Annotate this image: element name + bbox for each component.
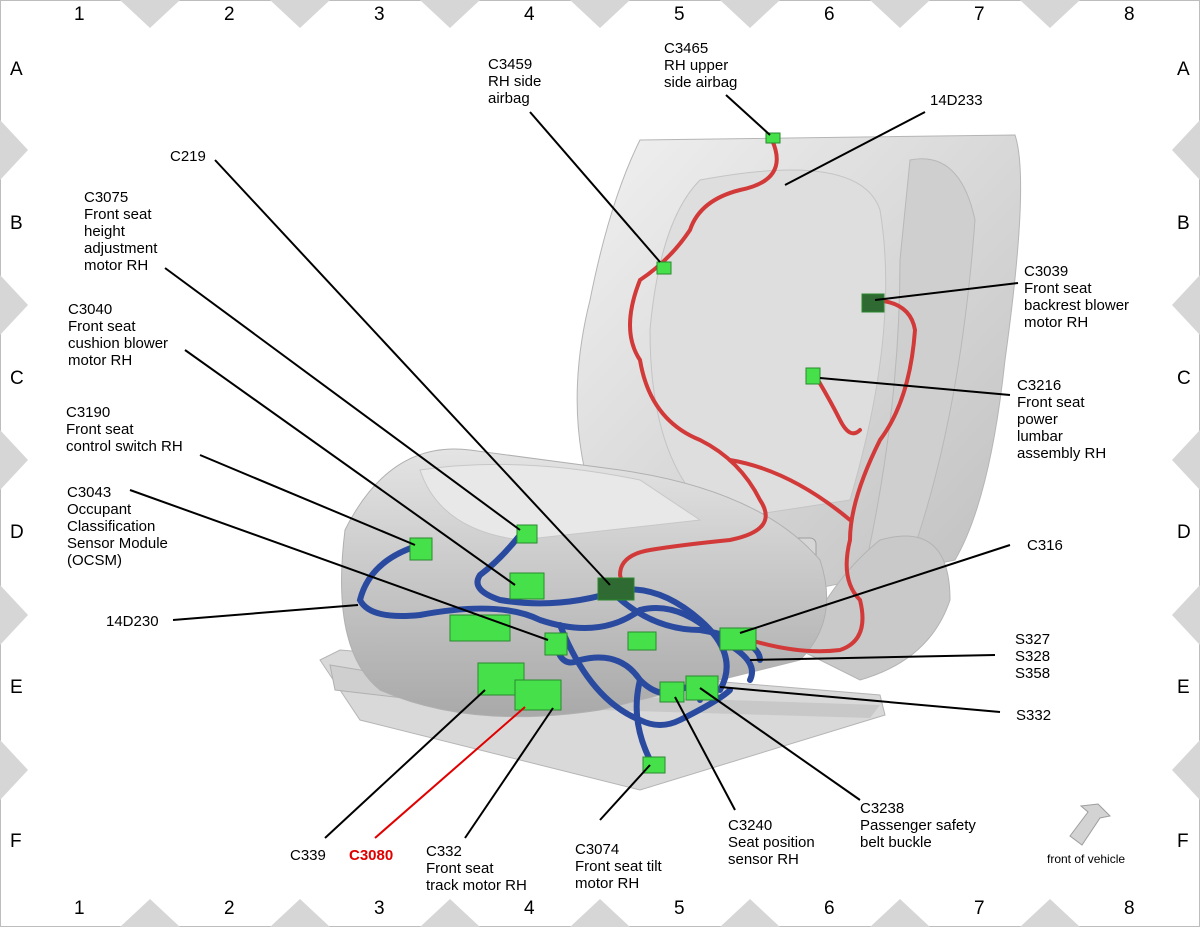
- connector-c3190: [409, 537, 433, 561]
- label-c3216: C3216 Front seat power lumbar assembly R…: [1017, 377, 1107, 462]
- label-c3465: C3465 RH upper side airbag: [664, 40, 738, 91]
- label-s332: S332: [1016, 707, 1052, 724]
- connector-center: [627, 631, 657, 651]
- label-14d230: 14D230: [106, 613, 159, 630]
- connector-c332: [514, 679, 562, 711]
- connector-c3240: [659, 681, 685, 703]
- label-c3043: C3043 Occupant Classification Sensor Mod…: [67, 484, 168, 569]
- connector-c3043: [544, 632, 568, 656]
- grid-row-right-c: C: [1177, 368, 1191, 389]
- connector-c3074: [642, 756, 666, 774]
- grid-col-bottom-4: 4: [524, 898, 535, 919]
- grid-col-bottom-1: 1: [74, 898, 85, 919]
- grid-row-left-e: E: [10, 677, 23, 698]
- grid-row-right-f: F: [1177, 831, 1189, 852]
- front-of-vehicle-note: front of vehicle: [1047, 852, 1126, 866]
- grid-row-right-d: D: [1177, 522, 1191, 543]
- connector-cluster-left: [449, 614, 511, 642]
- c3080-leader-line: [374, 706, 526, 839]
- connector-c3459: [656, 261, 672, 275]
- grid-col-bottom-6: 6: [824, 898, 835, 919]
- grid-row-right-a: A: [1177, 59, 1190, 80]
- red-harness: [608, 138, 918, 654]
- label-c3040: C3040 Front seat cushion blower motor RH: [68, 301, 169, 369]
- label-s327-s328-s358: S327 S328 S358: [1015, 631, 1051, 682]
- label-c332: C332 Front seat track motor RH: [426, 843, 527, 894]
- blue-harness: [356, 532, 763, 763]
- grid-row-left-a: A: [10, 59, 23, 80]
- label-c339: C339: [290, 847, 326, 864]
- seat-illustration: [319, 134, 1022, 791]
- label-c3190: C3190 Front seat control switch RH: [66, 404, 183, 455]
- grid-col-top-3: 3: [374, 4, 385, 25]
- grid-row-left-c: C: [10, 368, 24, 389]
- grid-col-top-8: 8: [1124, 4, 1135, 25]
- grid-col-top-1: 1: [74, 4, 85, 25]
- grid-col-top-7: 7: [974, 4, 985, 25]
- label-c3238: C3238 Passenger safety belt buckle: [860, 800, 976, 851]
- grid-col-top-5: 5: [674, 4, 685, 25]
- label-14d233: 14D233: [930, 92, 983, 109]
- grid-col-top-6: 6: [824, 4, 835, 25]
- label-c219: C219: [170, 148, 206, 165]
- label-c3074: C3074 Front seat tilt motor RH: [575, 841, 662, 892]
- connectors: [409, 132, 885, 774]
- grid-row-left-d: D: [10, 522, 24, 543]
- label-c3080: C3080: [349, 847, 394, 864]
- grid-row-right-e: E: [1177, 677, 1190, 698]
- grid-col-bottom-7: 7: [974, 898, 985, 919]
- connector-c3040: [509, 572, 545, 600]
- label-c3075: C3075 Front seat height adjustment motor…: [84, 189, 158, 274]
- grid-row-left-b: B: [10, 213, 23, 234]
- grid-col-top-2: 2: [224, 4, 235, 25]
- label-c3039: C3039 Front seat backrest blower motor R…: [1024, 263, 1130, 331]
- connector-c3039: [861, 293, 885, 313]
- label-c316: C316: [1027, 537, 1063, 554]
- grid-col-top-4: 4: [524, 4, 535, 25]
- connector-c3075: [516, 524, 538, 544]
- label-c3240: C3240 Seat position sensor RH: [728, 817, 815, 868]
- front-of-vehicle-arrow-icon: [1069, 803, 1112, 846]
- grid-row-left-f: F: [10, 831, 22, 852]
- grid-col-bottom-2: 2: [224, 898, 235, 919]
- connector-c316: [719, 627, 757, 651]
- connector-c3216: [805, 367, 821, 385]
- connector-c219: [597, 577, 635, 601]
- connector-c3465: [765, 132, 781, 144]
- label-c3459: C3459 RH side airbag: [488, 56, 542, 107]
- grid-col-bottom-5: 5: [674, 898, 685, 919]
- leader-lines: [129, 94, 1019, 839]
- grid-col-bottom-3: 3: [374, 898, 385, 919]
- grid-row-right-b: B: [1177, 213, 1190, 234]
- grid-col-bottom-8: 8: [1124, 898, 1135, 919]
